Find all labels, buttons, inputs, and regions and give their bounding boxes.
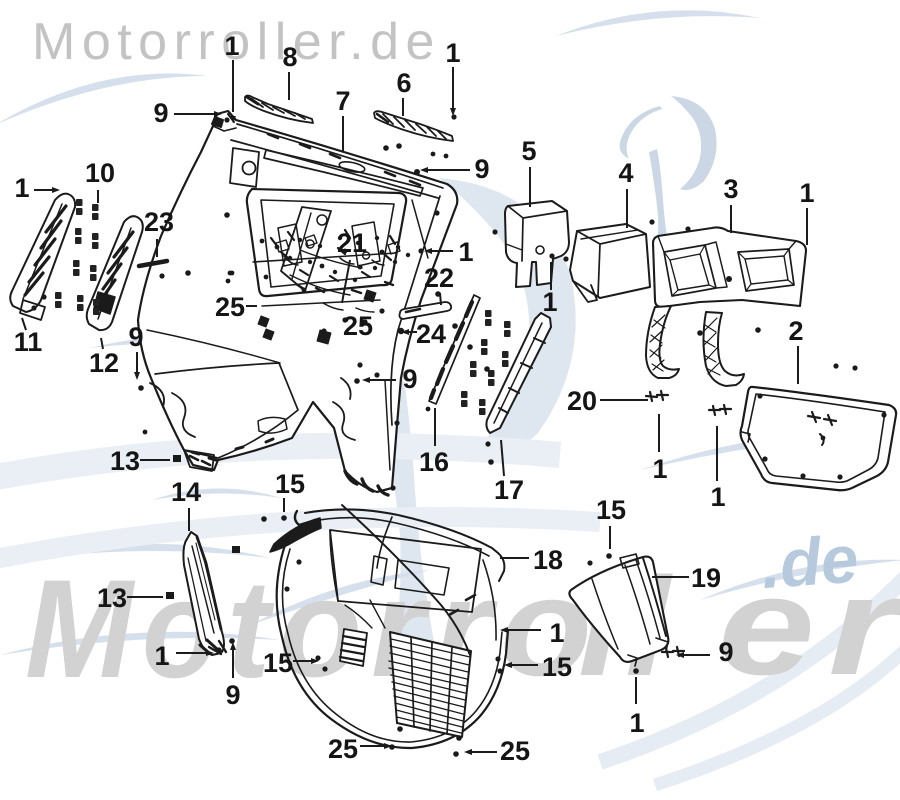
svg-text:1: 1 — [799, 178, 814, 208]
svg-text:M: M — [25, 550, 136, 707]
svg-text:25: 25 — [215, 292, 245, 322]
svg-text:13: 13 — [110, 446, 140, 476]
svg-text:2: 2 — [788, 316, 803, 346]
svg-text:20: 20 — [567, 386, 597, 416]
svg-text:1: 1 — [224, 31, 239, 61]
svg-text:15: 15 — [596, 495, 626, 525]
svg-text:4: 4 — [618, 158, 633, 188]
svg-text:1: 1 — [154, 641, 169, 671]
svg-text:19: 19 — [691, 563, 721, 593]
svg-text:5: 5 — [521, 136, 536, 166]
svg-text:1: 1 — [445, 38, 460, 68]
svg-text:e: e — [718, 547, 815, 704]
svg-text:22: 22 — [424, 263, 454, 293]
svg-text:o: o — [279, 549, 362, 706]
svg-text:15: 15 — [275, 469, 305, 499]
svg-text:1: 1 — [629, 708, 644, 738]
svg-text:1: 1 — [710, 482, 725, 512]
svg-text:1: 1 — [549, 618, 564, 648]
svg-text:o: o — [500, 548, 592, 705]
svg-text:11: 11 — [14, 327, 43, 357]
svg-text:18: 18 — [533, 545, 563, 575]
svg-text:1: 1 — [14, 173, 29, 203]
svg-text:9: 9 — [718, 637, 733, 667]
svg-text:25: 25 — [328, 734, 358, 764]
svg-text:.de: .de — [759, 522, 861, 604]
svg-text:3: 3 — [723, 174, 738, 204]
svg-text:r: r — [828, 547, 900, 704]
svg-text:t: t — [227, 550, 275, 707]
svg-text:7: 7 — [335, 86, 350, 116]
svg-text:15: 15 — [263, 648, 293, 678]
svg-text:25: 25 — [500, 736, 530, 766]
svg-text:21: 21 — [337, 228, 367, 258]
svg-text:1: 1 — [458, 237, 473, 267]
svg-text:9: 9 — [153, 98, 168, 128]
svg-text:25: 25 — [343, 311, 373, 341]
svg-text:15: 15 — [542, 652, 572, 682]
svg-text:12: 12 — [89, 348, 119, 378]
svg-text:8: 8 — [282, 42, 297, 72]
svg-text:1: 1 — [652, 454, 667, 484]
svg-text:6: 6 — [396, 68, 411, 98]
svg-text:14: 14 — [171, 477, 201, 507]
svg-text:10: 10 — [85, 158, 115, 188]
svg-text:23: 23 — [144, 207, 174, 237]
svg-text:9: 9 — [225, 680, 240, 710]
svg-text:16: 16 — [419, 447, 449, 477]
svg-text:9: 9 — [474, 154, 489, 184]
svg-text:1: 1 — [542, 287, 557, 317]
svg-text:24: 24 — [416, 319, 446, 349]
svg-text:17: 17 — [494, 475, 524, 505]
svg-text:13: 13 — [97, 583, 127, 613]
svg-text:9: 9 — [128, 322, 143, 352]
svg-text:9: 9 — [402, 364, 417, 394]
